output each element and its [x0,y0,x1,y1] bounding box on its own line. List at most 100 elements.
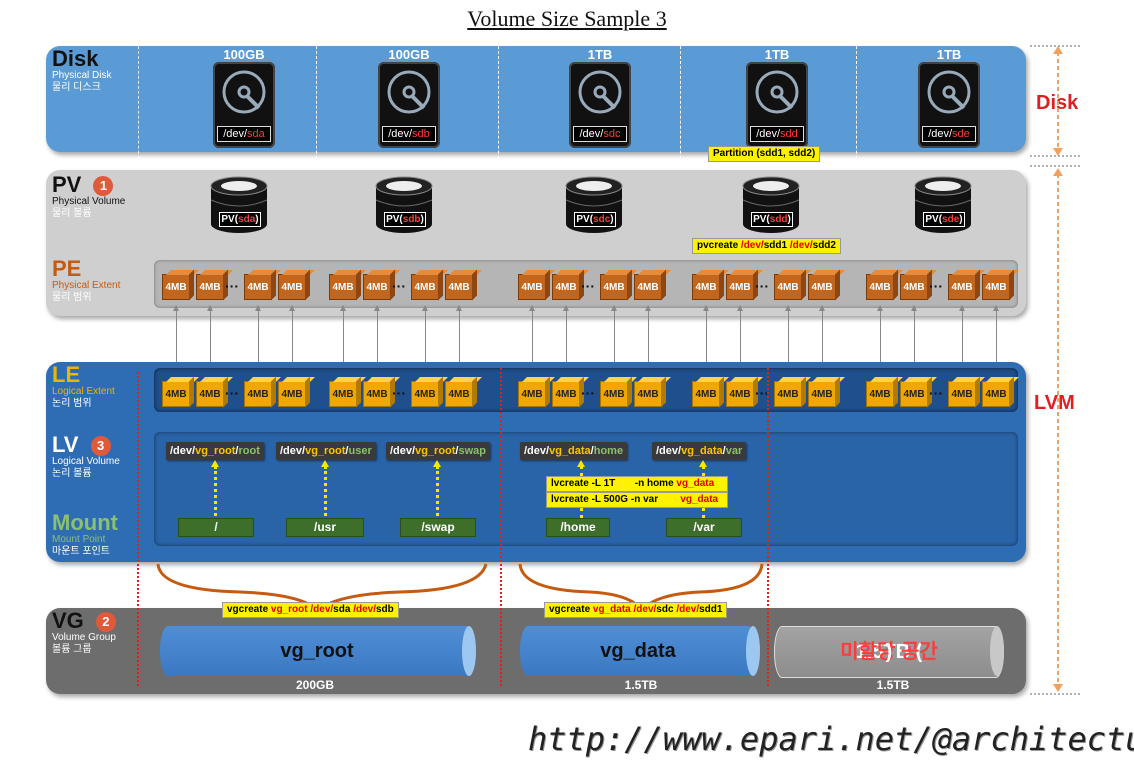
pe-to-le-arrow [529,305,535,376]
le-cube: 4MB [726,381,754,407]
vg-root-name: vg_root [280,640,354,662]
pe-cube: 4MB [196,274,224,300]
disk-device-label: /dev/sde [922,126,976,142]
footer-url: http://www.epari.net/@architecture [528,720,1134,758]
lvcreate-var-note: lvcreate -L 500G -n var vg_data [546,492,728,508]
disk-size-label: 1TB [764,47,790,62]
vg-boundary [500,368,502,686]
lvcreate-home-note: lvcreate -L 1T -n home vg_data [546,476,728,492]
pe-cube: 4MB [692,274,720,300]
le-ellipsis: ··· [392,385,406,401]
le-ellipsis: ··· [225,385,239,401]
vg-step-badge: 2 [95,612,116,633]
unallocated-text: 미할당 공간 [840,641,938,663]
pv-cylinder-icon: PV(sda) [209,176,269,234]
pe-cube: 4MB [726,274,754,300]
pv-cylinder-icon: PV(sde) [913,176,973,234]
lv-step-badge: 3 [90,436,111,457]
pe-cube: 4MB [445,274,473,300]
pe-to-le-arrow [911,305,917,376]
pe-to-le-arrow [173,305,179,376]
mount-title: Mount [52,510,118,535]
disk-device-label: /dev/sda [217,126,271,142]
platter-icon [927,70,971,114]
pe-cube: 4MB [982,274,1010,300]
le-title: LE [52,362,81,387]
pv-device-label: PV(sde) [923,212,965,227]
disk-title: Disk [52,46,99,71]
lv-device-path: /dev/vg_root/root [166,442,264,460]
le-cube: 4MB [900,381,928,407]
mount-point: /home [546,518,610,537]
lvm-side-label: LVM [1034,392,1075,414]
lv-sub-ko: 논리 볼륨 [52,468,92,480]
disk-size-label: 100GB [223,47,265,62]
pe-cube: 4MB [363,274,391,300]
pv-section-label: PV 1 Physical Volume 물리 볼륨 [52,174,125,220]
pe-cube: 4MB [411,274,439,300]
vg-root-size: 200GB [295,678,335,692]
pe-cube: 4MB [162,274,190,300]
pe-cube: 4MB [600,274,628,300]
vg-data-cap [746,626,760,676]
pe-cube: 4MB [244,274,272,300]
pe-cube: 4MB [634,274,662,300]
vg-data-name: vg_data [600,640,676,662]
disk-size-label: 100GB [388,47,430,62]
le-cube: 4MB [866,381,894,407]
pe-sub-ko: 물리 범위 [52,292,92,303]
pe-to-le-arrow [255,305,261,376]
page-title: Volume Size Sample 3 [467,6,667,31]
mount-sub-ko: 마운트 포인트 [52,546,110,557]
disk-device-label: /dev/sdd [750,126,804,142]
unallocated-size-label: 1.5TB [876,678,910,692]
pv-device-label: PV(sda) [219,212,261,227]
pe-to-le-arrow [877,305,883,376]
platter-icon [578,70,622,114]
lv-title: LV [52,432,79,457]
pe-to-le-arrow [563,305,569,376]
pe-cube: 4MB [774,274,802,300]
mount-point: /var [666,518,742,537]
pv-title: PV [52,172,82,197]
vg-section-label: VG 2 Volume Group 볼륨 그룹 [52,610,116,656]
le-cube: 4MB [196,381,224,407]
hard-disk-icon: /dev/sda [213,62,275,148]
le-cube: 4MB [948,381,976,407]
lv-device-path: /dev/vg_root/user [276,442,376,460]
unallocated-cap [990,626,1004,676]
le-cube: 4MB [600,381,628,407]
hard-disk-icon: /dev/sde [918,62,980,148]
pe-to-le-arrow [785,305,791,376]
pe-cube: 4MB [808,274,836,300]
mount-point: /swap [400,518,476,537]
pe-ellipsis: ··· [392,278,406,294]
disk-device-label: /dev/sdb [382,126,436,142]
pv-cylinder-icon: PV(sdd) [741,176,801,234]
pv-sub-en: Physical Volume [52,196,126,208]
pe-cube: 4MB [552,274,580,300]
platter-icon [755,70,799,114]
partition-note: Partition (sdd1, sdd2) [708,146,821,162]
pe-ellipsis: ··· [755,278,769,294]
le-cube: 4MB [162,381,190,407]
pvcreate-note: pvcreate /dev/sdd1 /dev/sdd2 [692,238,841,254]
pe-to-le-arrow [819,305,825,376]
mount-link-arrow [699,460,707,476]
le-cube: 4MB [278,381,306,407]
pe-cube: 4MB [278,274,306,300]
le-cube: 4MB [411,381,439,407]
pe-to-le-arrow [456,305,462,376]
mount-link-line [580,508,583,518]
disk-sub-en: Physical Disk [52,70,112,81]
le-ellipsis: ··· [755,385,769,401]
vg-sub-en: Volume Group [52,632,116,644]
pe-cube: 4MB [518,274,546,300]
le-cube: 4MB [329,381,357,407]
lv-device-path: /dev/vg_root/swap [386,442,490,460]
vg-boundary [767,368,769,686]
mount-section-label: Mount Mount Point 마운트 포인트 [52,512,118,558]
unallocated-cylinder: 1.5TB (미할당 공간) [774,626,1004,678]
platter-icon [387,70,431,114]
le-cube: 4MB [518,381,546,407]
